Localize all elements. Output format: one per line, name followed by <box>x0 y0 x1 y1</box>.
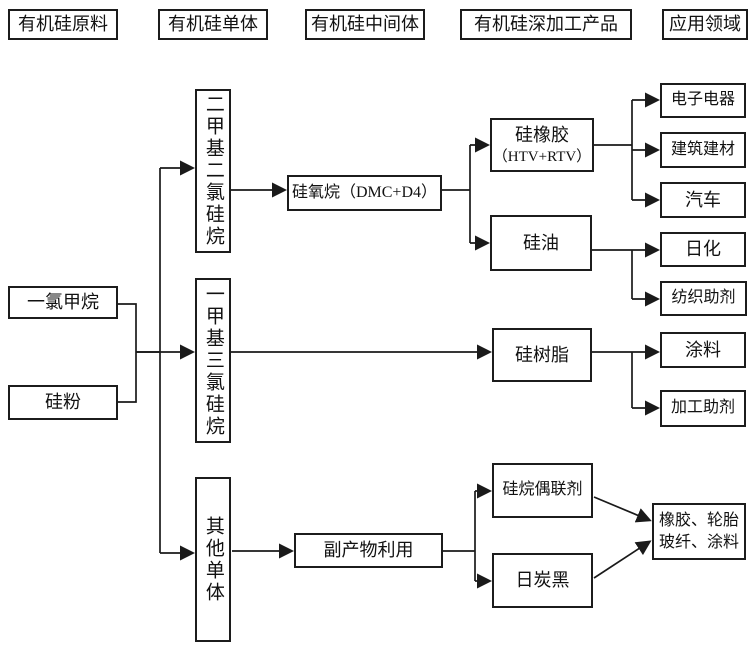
node-dimethyldichlorosilane: 二甲基二氯硅烷 <box>195 89 231 253</box>
node-textile-auxiliaries: 纺织助剂 <box>660 281 747 316</box>
node-silicon-powder: 硅粉 <box>8 385 118 420</box>
node-methyltrichlorosilane: 一甲基三氯硅烷 <box>195 278 231 443</box>
header-monomers: 有机硅单体 <box>158 9 268 40</box>
node-silicone-resin: 硅树脂 <box>492 328 592 382</box>
node-electronics: 电子电器 <box>660 83 746 118</box>
header-processed-products: 有机硅深加工产品 <box>460 9 632 40</box>
header-applications: 应用领域 <box>662 9 748 40</box>
node-rubber-tire-applications: 橡胶、轮胎 玻纤、涂料 <box>652 503 746 560</box>
rubber-tire-line1: 橡胶、轮胎 <box>658 511 739 529</box>
rubber-tire-line2: 玻纤、涂料 <box>658 533 739 551</box>
node-other-monomers: 其他单体 <box>195 477 231 642</box>
silicone-rubber-line1: 硅橡胶 <box>515 124 569 145</box>
node-daily-chemicals: 日化 <box>660 232 746 267</box>
silicone-rubber-line2: （HTV+RTV） <box>492 149 592 166</box>
node-byproduct-utilization: 副产物利用 <box>294 533 443 568</box>
node-carbon-black: 日炭黑 <box>492 553 593 608</box>
node-siloxane: 硅氧烷（DMC+D4） <box>287 175 442 211</box>
node-chloromethane: 一氯甲烷 <box>8 286 118 319</box>
node-silicone-oil: 硅油 <box>490 215 592 271</box>
node-automotive: 汽车 <box>660 182 746 218</box>
header-raw-materials: 有机硅原料 <box>8 9 118 40</box>
node-processing-aids: 加工助剂 <box>660 390 746 427</box>
header-intermediates: 有机硅中间体 <box>305 9 425 40</box>
node-silane-coupling-agent: 硅烷偶联剂 <box>492 463 593 518</box>
node-coatings: 涂料 <box>660 332 746 368</box>
node-construction: 建筑建材 <box>660 132 746 168</box>
node-silicone-rubber: 硅橡胶 （HTV+RTV） <box>490 118 594 172</box>
